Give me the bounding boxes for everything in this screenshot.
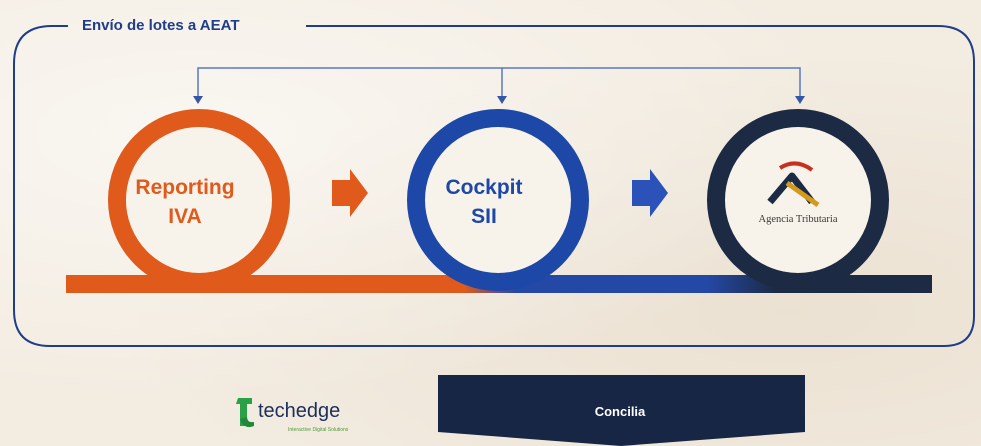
feedback-arrowhead-agencia <box>795 96 805 104</box>
reporting-iva-label-line-1: Reporting <box>135 176 235 199</box>
techedge-tagline: Interactive Digital Solutions <box>288 427 349 433</box>
cockpit-sii-label-line-1: Cockpit <box>445 176 523 199</box>
agencia-tributaria-circle <box>707 109 889 291</box>
flow-arrow-cockpit-to-agencia <box>632 169 668 217</box>
techedge-wordmark: techedge <box>258 400 341 422</box>
feedback-arrowhead-reporting <box>193 96 203 104</box>
agencia-tributaria-logo-icon <box>767 161 820 208</box>
feedback-arrowhead-cockpit <box>497 96 507 104</box>
reporting-iva-label: Reporting IVA <box>115 173 255 231</box>
feedback-connector <box>197 67 801 98</box>
agencia-tributaria-label: Agencia Tributaria <box>758 214 838 225</box>
techedge-logo-icon <box>236 398 254 428</box>
frame-border <box>13 25 975 347</box>
cockpit-sii-label-line-2: SII <box>471 205 497 228</box>
cockpit-sii-label: Cockpit SII <box>414 173 554 231</box>
diagram-title: Envío de lotes a AEAT <box>82 17 240 34</box>
concilia-step-shape <box>438 375 805 446</box>
reporting-iva-circle <box>108 109 290 291</box>
concilia-label: Concilia <box>594 404 646 419</box>
flow-arrow-reporting-to-cockpit <box>332 169 368 217</box>
reporting-iva-label-line-2: IVA <box>168 205 202 228</box>
cockpit-sii-circle <box>407 109 589 291</box>
